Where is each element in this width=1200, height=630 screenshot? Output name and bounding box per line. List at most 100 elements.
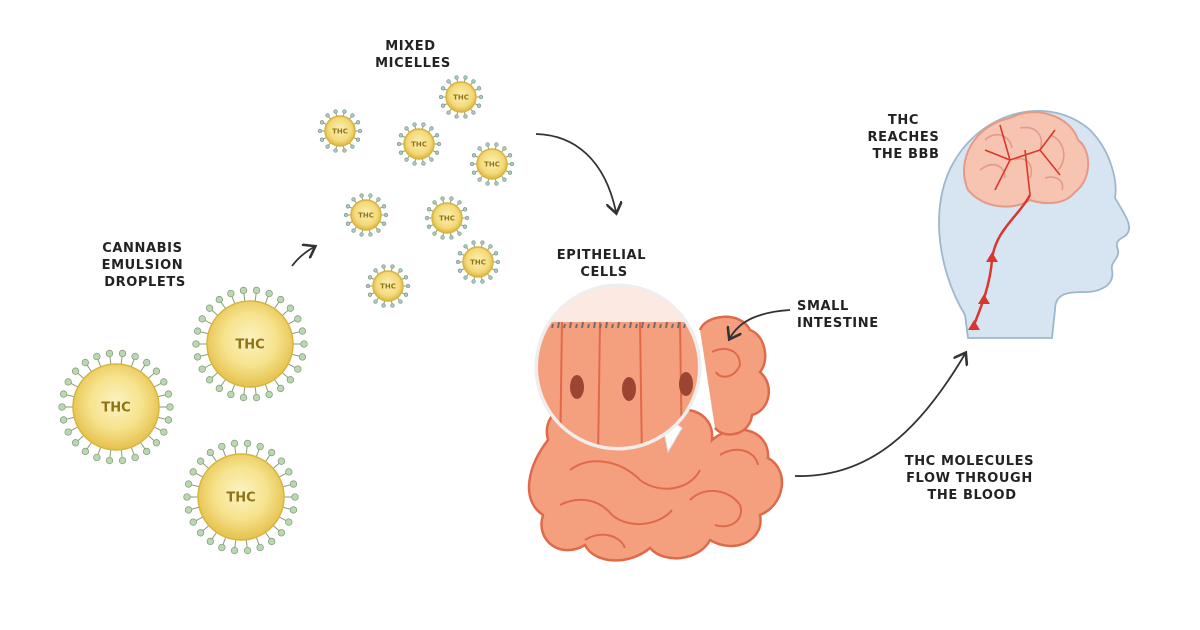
spike-tip (376, 228, 381, 233)
spike-tip (193, 327, 202, 335)
spike-tip (434, 133, 440, 138)
thc-text: THC (332, 128, 348, 136)
spike-tip (476, 86, 482, 91)
spike-tip (434, 150, 440, 155)
spike-tip (239, 286, 248, 295)
spike-tip (64, 428, 72, 436)
spike-tip (291, 493, 299, 501)
spike-tip (355, 120, 361, 125)
spike-tip (493, 251, 499, 256)
spike-tip (421, 161, 426, 166)
spike-tip (368, 232, 373, 237)
spike-tip (198, 365, 206, 373)
spike-tip (81, 358, 89, 367)
thc-text: THC (470, 259, 486, 267)
spike-tip (325, 144, 330, 149)
spike-tip (118, 349, 127, 358)
spike-tip (252, 393, 261, 402)
villus (659, 323, 662, 329)
spike-tip (432, 200, 437, 205)
spike-tip (193, 353, 202, 361)
particle-body (445, 81, 477, 113)
spike-tip (412, 122, 417, 127)
spike-tip (294, 365, 302, 373)
spike-tip (289, 480, 298, 488)
particle-body (350, 199, 382, 231)
spike-tip (471, 153, 477, 158)
micelle-icon: THC (424, 196, 470, 240)
spike-tip (457, 231, 462, 236)
spike-tip (440, 196, 445, 201)
spike-tip (58, 403, 66, 411)
thc-text: THC (358, 212, 374, 220)
label-small-intestine: SMALL INTESTINE (797, 299, 879, 331)
spike-tip (436, 141, 442, 147)
micelle-icon: THC (365, 264, 411, 308)
spike-tip (457, 200, 462, 205)
spike-tip (462, 224, 468, 229)
spike-tip (367, 292, 373, 297)
spike-tip (471, 110, 476, 115)
spike-tip (192, 340, 200, 348)
particle-body (431, 202, 463, 234)
spike-tip (471, 170, 477, 175)
spike-tip (230, 439, 239, 448)
thc-text: THC (439, 215, 455, 223)
spike-tip (432, 231, 437, 236)
spike-tip (502, 177, 507, 182)
spike-tip (268, 537, 276, 546)
spike-tip (215, 384, 223, 393)
spike-tip (381, 303, 386, 308)
spike-tip (485, 142, 490, 147)
droplet-icon: THC (183, 439, 299, 555)
spike-tip (412, 161, 417, 166)
spike-tip (446, 79, 451, 84)
hand-drawn-arrow-icon (535, 133, 616, 212)
spike-tip (463, 244, 468, 249)
brain-illustration (963, 111, 1090, 208)
spike-tip (256, 442, 264, 451)
villus (617, 321, 620, 329)
spike-tip (319, 120, 325, 125)
villus (665, 321, 668, 329)
spike-tip (359, 193, 364, 198)
spike-tip (478, 94, 484, 100)
spike-tip (381, 204, 387, 209)
villus (587, 323, 590, 329)
spike-tip (464, 215, 470, 221)
spike-tip (227, 390, 235, 399)
spike-tip (93, 352, 101, 361)
villus (557, 321, 560, 329)
spike-tip (381, 221, 387, 226)
spike-tip (488, 244, 493, 249)
villus (683, 323, 686, 329)
particle-body (206, 300, 294, 388)
spike-tip (205, 376, 214, 384)
thc-text: THC (235, 338, 264, 353)
blood-vessel (968, 194, 1032, 331)
spike-tip (345, 221, 351, 226)
spike-tip (285, 468, 293, 476)
spike-tip (143, 447, 151, 456)
spike-tip (298, 327, 307, 335)
spike-tip (345, 204, 351, 209)
spike-tip (373, 299, 378, 304)
emulsion-droplets: THC THC THC (58, 286, 308, 555)
spike-tip (230, 546, 239, 555)
villus (629, 321, 632, 329)
spike-tip (476, 103, 482, 108)
droplet-icon: THC (58, 349, 174, 465)
spike-tip (390, 264, 395, 269)
label-mixed-micelles: MIXED MICELLES (375, 39, 451, 71)
spike-tip (398, 150, 404, 155)
spike-tip (277, 295, 285, 304)
spike-tip (438, 94, 444, 100)
spike-tip (381, 264, 386, 269)
spike-tip (404, 157, 409, 162)
thc-text: THC (226, 491, 255, 506)
thc-text: THC (101, 401, 130, 416)
spike-tip (286, 304, 295, 312)
spike-tip (429, 157, 434, 162)
spike-tip (390, 303, 395, 308)
